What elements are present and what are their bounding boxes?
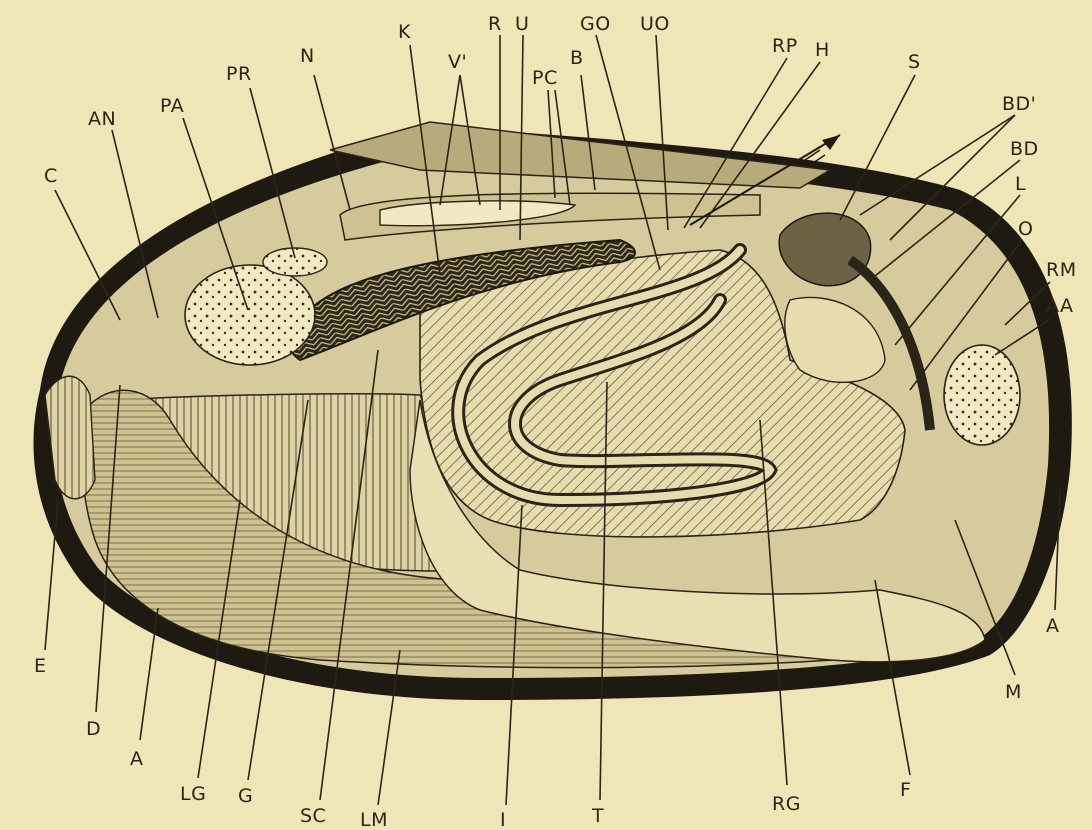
label-BD: BD xyxy=(1010,138,1039,160)
label-GO: GO xyxy=(580,13,611,35)
label-RP: RP xyxy=(772,35,798,57)
anterior-adductor xyxy=(944,345,1020,445)
label-AN: AN xyxy=(88,108,116,130)
label-R: R xyxy=(488,13,502,35)
label-U: U xyxy=(515,13,529,35)
label-RG: RG xyxy=(772,793,801,815)
label-A-right: A xyxy=(1046,615,1060,637)
posterior-retractor xyxy=(263,248,327,276)
label-N: N xyxy=(300,45,315,67)
label-G: G xyxy=(238,785,253,807)
label-BD1: BD' xyxy=(1002,93,1036,115)
label-F: F xyxy=(900,779,911,801)
label-AA: AA xyxy=(1046,295,1074,317)
label-C: C xyxy=(44,165,58,187)
label-PR: PR xyxy=(226,63,252,85)
label-I: I xyxy=(500,809,506,830)
label-LG: LG xyxy=(180,783,206,805)
label-E: E xyxy=(34,655,47,677)
label-T: T xyxy=(591,805,604,827)
label-L: L xyxy=(1015,173,1026,195)
label-PC: PC xyxy=(532,67,558,89)
label-SC: SC xyxy=(300,805,326,827)
label-O: O xyxy=(1018,218,1033,240)
label-H: H xyxy=(815,39,830,61)
label-V1: V' xyxy=(448,51,467,73)
label-M: M xyxy=(1005,681,1022,703)
label-K: K xyxy=(398,21,411,43)
label-LM: LM xyxy=(360,809,388,830)
label-A-left: A xyxy=(130,748,144,770)
posterior-adductor xyxy=(185,265,315,365)
label-B: B xyxy=(570,47,584,69)
label-UO: UO xyxy=(640,13,670,35)
label-PA: PA xyxy=(160,95,184,117)
label-D: D xyxy=(86,718,101,740)
label-RM: RM xyxy=(1046,259,1077,281)
label-S: S xyxy=(908,51,921,73)
